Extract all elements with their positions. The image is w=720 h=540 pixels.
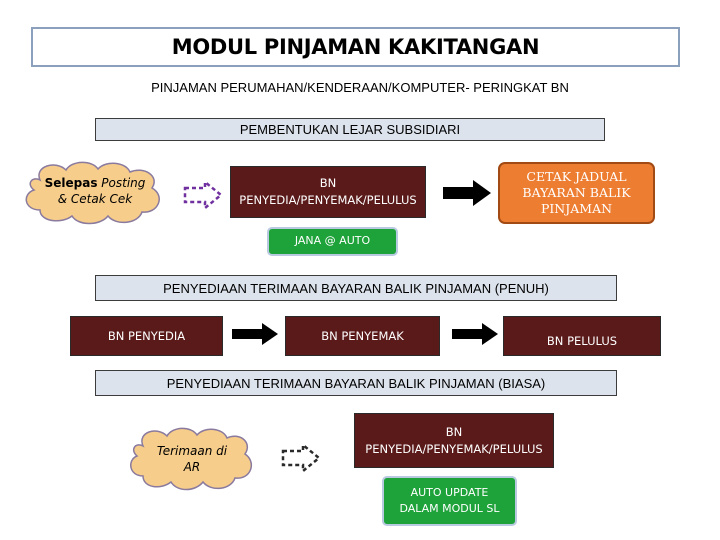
- bn-penyemak-box: BN PENYEMAK: [285, 316, 440, 356]
- section-header-penuh: PENYEDIAAN TERIMAAN BAYARAN BALIK PINJAM…: [95, 275, 617, 301]
- page-title: MODUL PINJAMAN KAKITANGAN: [171, 35, 540, 59]
- bn-pelulus-box: BN PELULUS: [503, 316, 661, 356]
- cetak-jadual-box: CETAK JADUAL BAYARAN BALIK PINJAMAN: [498, 162, 655, 224]
- bn-penyedia-box: BN PENYEDIA: [70, 316, 223, 356]
- arrow-right-icon: [443, 180, 491, 206]
- section-header-biasa: PENYEDIAAN TERIMAAN BAYARAN BALIK PINJAM…: [95, 370, 617, 396]
- title-box: MODUL PINJAMAN KAKITANGAN: [31, 27, 680, 67]
- cloud-shape: [25, 161, 160, 225]
- dashed-arrow-icon: [183, 179, 223, 211]
- subtitle: PINJAMAN PERUMAHAN/KENDERAAN/KOMPUTER- P…: [151, 80, 569, 95]
- dashed-arrow-icon: [281, 442, 321, 474]
- section-header-lejar: PEMBENTUKAN LEJAR SUBSIDIARI: [95, 118, 605, 141]
- cloud-shape: [130, 427, 253, 491]
- cloud-label-posting: Selepas Posting & Cetak Cek: [44, 175, 146, 206]
- jana-auto-box: JANA @ AUTO: [267, 227, 398, 256]
- arrow-right-icon: [452, 323, 498, 345]
- arrow-right-icon: [232, 323, 278, 345]
